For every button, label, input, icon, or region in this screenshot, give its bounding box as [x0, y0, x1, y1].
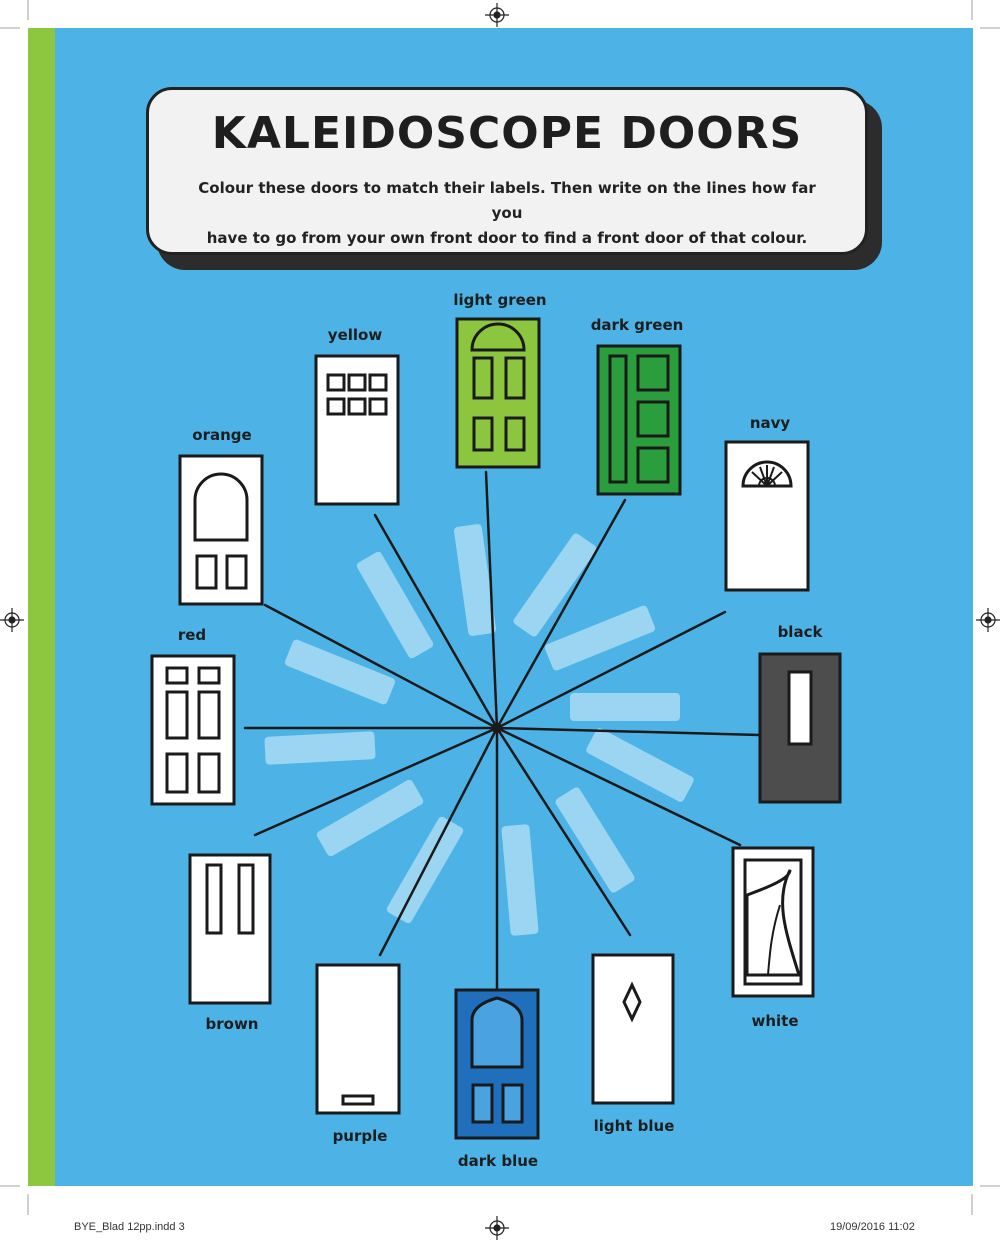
- door-orange: [178, 454, 264, 606]
- answer-line: [264, 731, 376, 765]
- title-box: KALEIDOSCOPE DOORS Colour these doors to…: [146, 87, 868, 255]
- door-light-green: [455, 317, 541, 469]
- door-label-navy: navy: [750, 414, 791, 432]
- instructions-line-2: have to go from your own front door to f…: [206, 229, 808, 247]
- answer-line: [356, 551, 434, 659]
- door-label-red: red: [178, 626, 206, 644]
- registration-mark-icon: [485, 3, 509, 27]
- page-title: KALEIDOSCOPE DOORS: [211, 108, 803, 159]
- door-label-orange: orange: [192, 426, 251, 444]
- door-label-light-green: light green: [453, 291, 546, 309]
- registration-mark-icon: [485, 1216, 509, 1240]
- door-label-yellow: yellow: [328, 326, 383, 344]
- door-label-black: black: [778, 623, 824, 641]
- door-label-dark-green: dark green: [591, 316, 684, 334]
- answer-line: [501, 824, 539, 936]
- instructions-line-1: Colour these doors to match their labels…: [198, 179, 816, 222]
- door-yellow: [314, 354, 400, 506]
- door-dark-green: [596, 344, 682, 496]
- registration-mark-icon: [976, 608, 1000, 632]
- answer-line: [586, 728, 694, 802]
- answer-line: [544, 605, 656, 671]
- door-label-light-blue: light blue: [594, 1117, 675, 1135]
- kaleidoscope-spokes: [243, 470, 762, 992]
- crop-marks: [0, 0, 1000, 1215]
- door-red: [150, 654, 236, 806]
- answer-line: [555, 787, 635, 893]
- answer-line: [570, 693, 680, 721]
- door-purple: [315, 963, 401, 1115]
- answer-line: [513, 533, 597, 637]
- door-black: [758, 652, 842, 804]
- door-label-dark-blue: dark blue: [458, 1152, 538, 1170]
- door-dark-blue: [454, 988, 540, 1140]
- door-label-white: white: [751, 1012, 798, 1030]
- answer-line: [453, 524, 497, 636]
- instructions: Colour these doors to match their labels…: [189, 176, 825, 251]
- page-edge-strip: [28, 28, 55, 1186]
- registration-mark-icon: [0, 608, 24, 632]
- answer-line: [284, 639, 396, 705]
- answer-line: [316, 779, 424, 857]
- footer-date: 19/09/2016 11:02: [830, 1221, 915, 1233]
- door-navy: [724, 440, 810, 592]
- footer-file-name: BYE_Blad 12pp.indd 3: [74, 1221, 185, 1233]
- door-light-blue: [591, 953, 675, 1105]
- door-label-brown: brown: [206, 1015, 259, 1033]
- door-brown: [188, 853, 272, 1005]
- door-white: [731, 846, 815, 998]
- door-label-purple: purple: [333, 1127, 388, 1145]
